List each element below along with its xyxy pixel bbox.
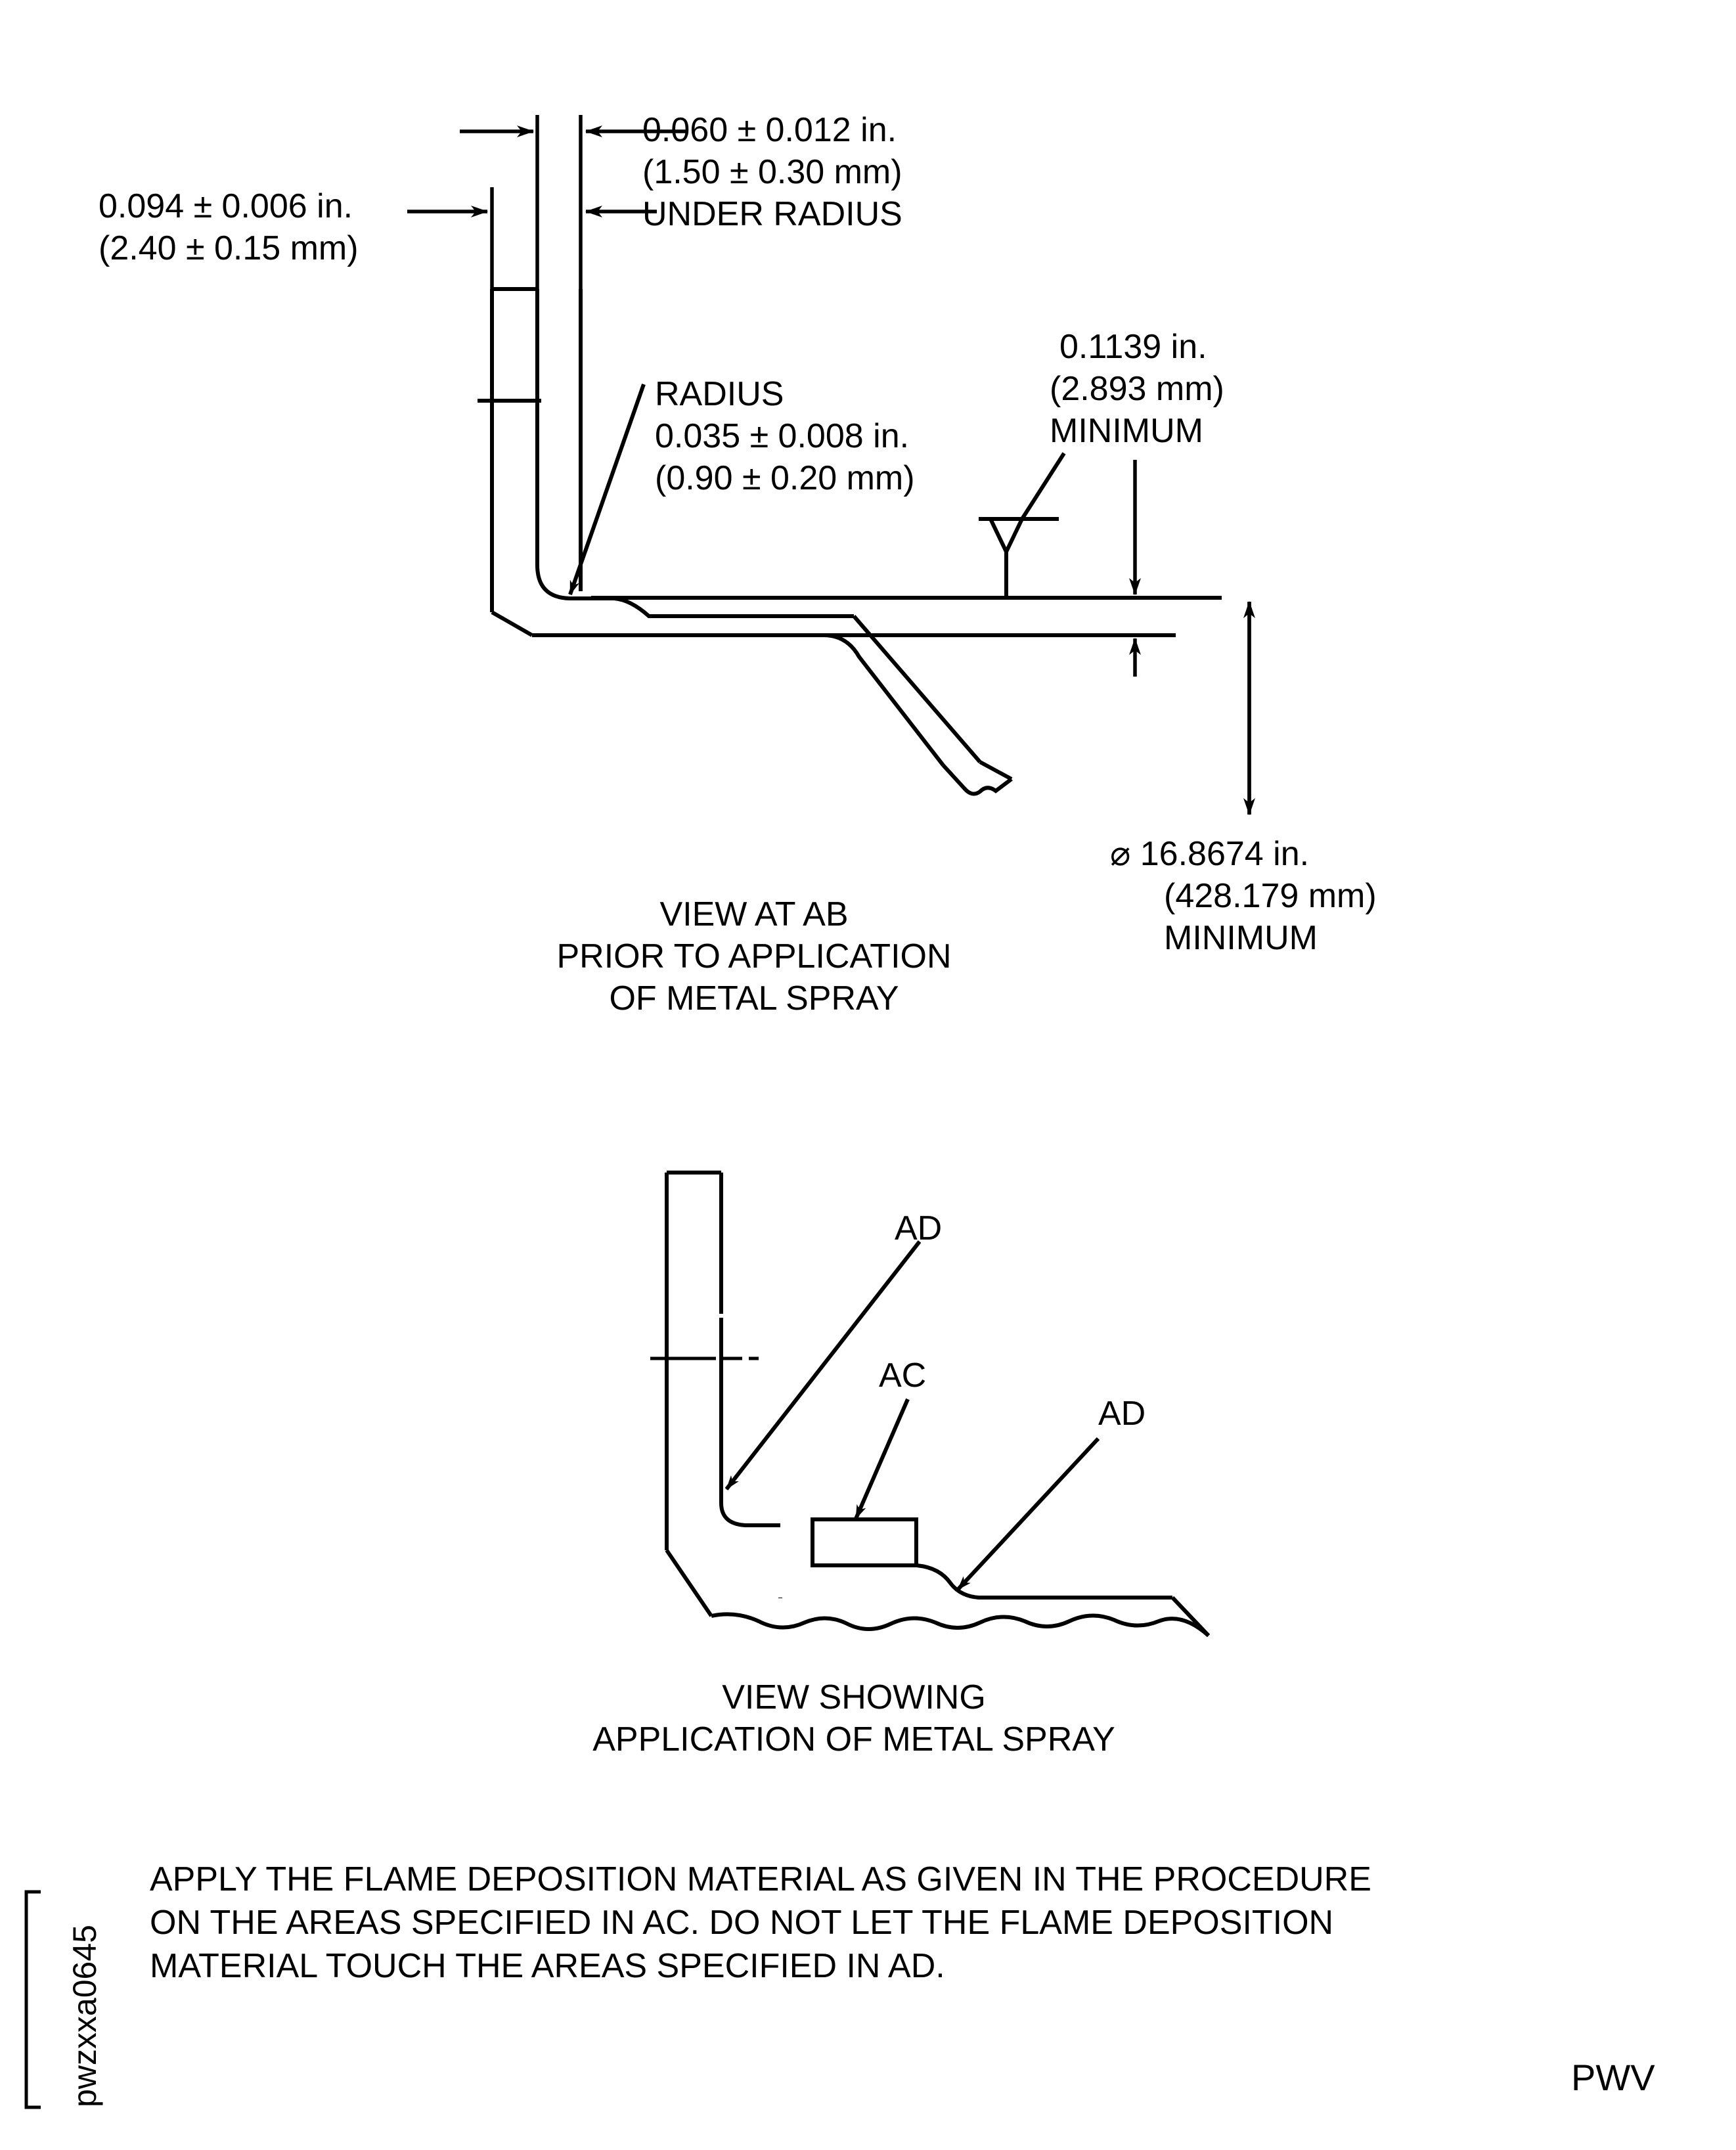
dimension-step-minimum-line2: (2.893 mm) — [1050, 370, 1224, 408]
surface-finish-symbol — [979, 452, 1066, 598]
dimension-radius-line1: RADIUS — [655, 375, 784, 413]
leader-ad-top — [724, 1240, 922, 1490]
note-line2: ON THE AREAS SPECIFIED IN AC. DO NOT LET… — [150, 1904, 1334, 1942]
label-ad-top: AD — [895, 1209, 943, 1247]
dimension-diameter-minimum-line3: MINIMUM — [1164, 919, 1318, 957]
upper-view-caption-line3: OF METAL SPRAY — [609, 979, 899, 1018]
upper-view-caption-line1: VIEW AT AB — [659, 895, 849, 933]
note-line1: APPLY THE FLAME DEPOSITION MATERIAL AS G… — [150, 1860, 1371, 1898]
note-line3: MATERIAL TOUCH THE AREAS SPECIFIED IN AD… — [150, 1947, 945, 1985]
sheet-id-label: pwzxxa0645 — [66, 1925, 103, 2107]
leader-radius-callout — [568, 384, 646, 595]
dimension-diameter-minimum-line2: (428.179 mm) — [1164, 877, 1377, 915]
dimension-thickness-left-line2: (2.40 ± 0.15 mm) — [99, 229, 359, 267]
corner-code-label: PWV — [1571, 2057, 1655, 2098]
sheet-id-bracket — [24, 1890, 41, 2109]
leader-ac — [854, 1398, 910, 1520]
dimension-thickness-left — [407, 187, 657, 289]
dimension-radius-line2: 0.035 ± 0.008 in. — [655, 417, 910, 455]
dimension-step-minimum-line1: 0.1139 in. — [1059, 328, 1207, 366]
upper-view-part-outline — [478, 287, 1222, 796]
upper-view-caption-line2: PRIOR TO APPLICATION — [556, 937, 952, 975]
dimension-thickness-top — [460, 115, 688, 289]
label-ac: AC — [879, 1356, 927, 1395]
label-ad-right: AD — [1098, 1395, 1146, 1433]
lower-view-caption-line2: APPLICATION OF METAL SPRAY — [592, 1720, 1115, 1758]
dimension-diameter-minimum-line1: ⌀ 16.8674 in. — [1110, 835, 1310, 873]
dimension-thickness-top-line2: (1.50 ± 0.30 mm) — [642, 153, 902, 191]
dimension-thickness-top-line1: 0.060 ± 0.012 in. — [642, 111, 897, 149]
leader-ad-right — [956, 1437, 1100, 1592]
lower-view-caption-line1: VIEW SHOWING — [722, 1678, 986, 1716]
dimension-radius-line3: (0.90 ± 0.20 mm) — [655, 459, 915, 497]
dimension-step-minimum-line3: MINIMUM — [1050, 412, 1203, 450]
dimension-thickness-top-line3: UNDER RADIUS — [642, 195, 902, 233]
dimension-thickness-left-line1: 0.094 ± 0.006 in. — [99, 187, 353, 225]
lower-view-part-outline — [650, 1171, 1211, 1638]
